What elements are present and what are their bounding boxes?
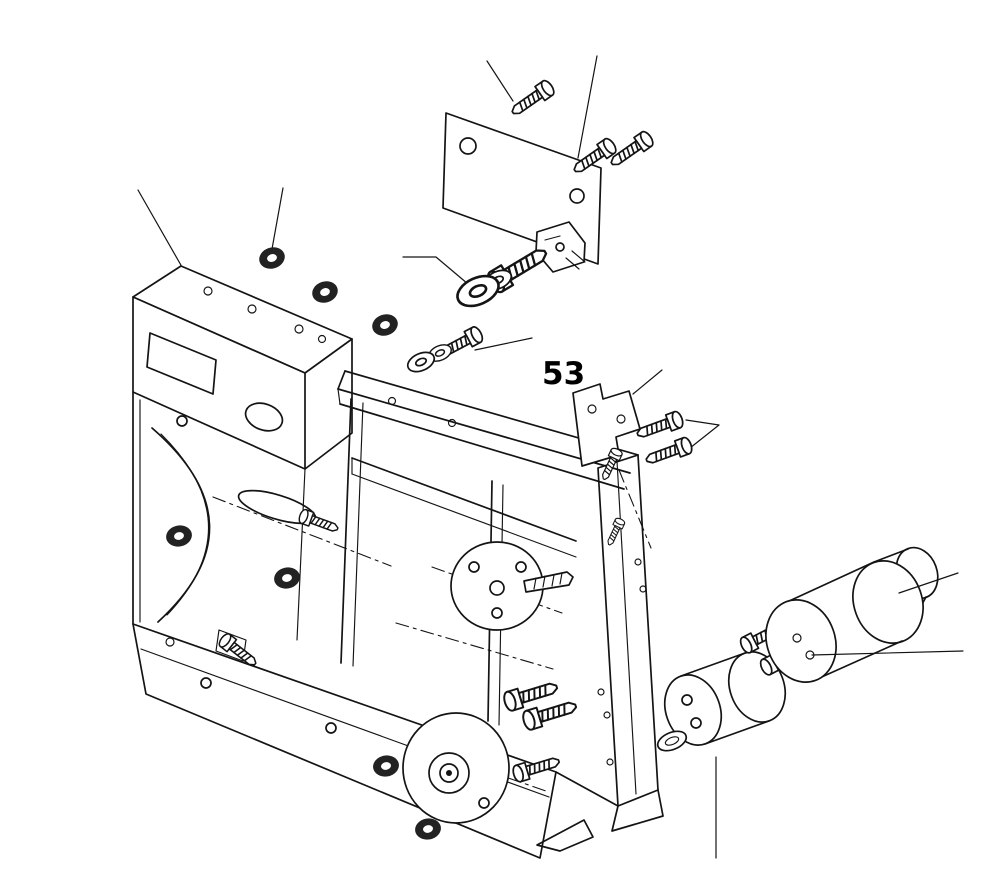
screw-icon	[296, 507, 341, 537]
leader-line	[474, 337, 533, 351]
upper-bracket	[572, 383, 641, 467]
leader-line	[632, 369, 663, 395]
center-line	[395, 622, 554, 670]
leader-line	[486, 60, 514, 102]
center-line	[212, 496, 392, 567]
leader-line	[811, 650, 964, 656]
leader-line	[271, 187, 284, 250]
leader-line	[898, 572, 959, 594]
locknut-icon	[308, 277, 342, 307]
leader-line	[577, 55, 598, 159]
leader-line	[689, 424, 720, 449]
screw-icon	[520, 695, 580, 733]
capacitor-cylinder	[765, 546, 939, 683]
screw-icon	[642, 435, 695, 470]
lower-flange-plate	[402, 712, 510, 824]
center-line	[431, 566, 563, 614]
mounting-tab	[656, 730, 688, 752]
leader-line	[685, 419, 720, 426]
leader-line	[402, 256, 469, 285]
part-number-callout: 53	[542, 356, 585, 392]
center-flange-plate	[450, 541, 574, 631]
drawing-root: 53	[132, 55, 964, 859]
screw-icon	[501, 676, 561, 714]
leader-lines-right	[715, 572, 964, 859]
screw-icon	[633, 409, 686, 444]
locknut-icon	[368, 310, 402, 340]
screw-icon	[507, 77, 558, 121]
locknut-icon	[163, 522, 195, 550]
control-housing	[132, 265, 353, 470]
small-screw-icon	[604, 516, 627, 548]
center-line	[618, 469, 652, 549]
locknut-icon	[271, 564, 303, 592]
locknut-icon	[255, 243, 289, 273]
